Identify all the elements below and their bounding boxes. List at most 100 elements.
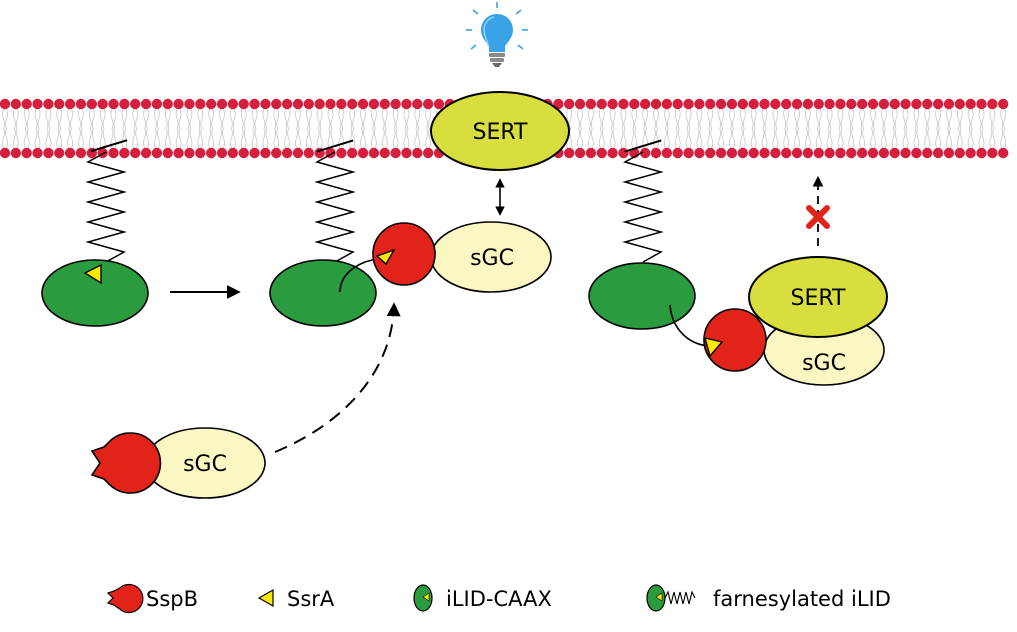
- lipid-head: [151, 98, 163, 110]
- lipid-head: [184, 147, 195, 159]
- farnesylated-ilid-center: [269, 139, 384, 327]
- lipid-head: [216, 147, 228, 159]
- lipid-head: [835, 98, 846, 110]
- lipid-head: [75, 147, 87, 159]
- lipid-head: [32, 147, 43, 159]
- lipid-head: [639, 98, 651, 110]
- lipid-head: [835, 147, 846, 159]
- lipid-head: [802, 147, 814, 159]
- lipid-head: [856, 147, 868, 159]
- sgc-bound-label: sGC: [802, 351, 846, 376]
- lipid-head: [900, 98, 911, 110]
- lipid-head: [357, 147, 369, 159]
- lipid-head: [965, 98, 976, 110]
- lipid-head: [303, 147, 314, 159]
- lipid-head: [553, 98, 564, 110]
- legend-label-ssra: SsrA: [287, 587, 335, 611]
- legend-item-ssra: SsrA: [257, 587, 335, 611]
- lipid-head: [607, 147, 618, 159]
- lipid-head: [759, 147, 770, 159]
- lipid-head: [412, 147, 423, 159]
- lipid-head: [227, 147, 239, 159]
- ilid-domain: [269, 259, 377, 327]
- lipid-head: [726, 98, 738, 110]
- sspb-right: [703, 308, 767, 372]
- lipid-head: [976, 98, 987, 110]
- lipid-head: [260, 147, 271, 159]
- lipid-head: [303, 98, 314, 110]
- lipid-head: [911, 147, 922, 159]
- lipid-head: [195, 147, 206, 159]
- lipid-head: [976, 147, 987, 159]
- lipid-head: [650, 147, 662, 159]
- cross-icon: [806, 205, 830, 229]
- lipid-head: [943, 147, 955, 159]
- lipid-head: [564, 98, 575, 110]
- lipid-head: [618, 147, 629, 159]
- lipid-head: [574, 98, 586, 110]
- lipid-head: [813, 147, 824, 159]
- lipid-head: [336, 98, 347, 110]
- lipid-head: [932, 147, 944, 159]
- lipid-head: [195, 98, 206, 110]
- lipid-head: [75, 98, 87, 110]
- lipid-head: [813, 98, 824, 110]
- legend-label-ilid-caax: iLID-CAAX: [446, 587, 552, 611]
- lipid-head: [216, 98, 228, 110]
- ssra-tag: [83, 263, 102, 285]
- lipid-head: [683, 98, 694, 110]
- lipid-head: [748, 98, 759, 110]
- lipid-head: [781, 147, 792, 159]
- lipid-head: [911, 98, 922, 110]
- lipid-head: [922, 98, 933, 110]
- sspb-icon: [106, 583, 144, 614]
- lipid-head: [336, 147, 347, 159]
- farnesylated-ilid-icon: [646, 584, 696, 612]
- lipid-head: [119, 147, 130, 159]
- lipid-head: [824, 147, 835, 159]
- lipid-head: [238, 147, 249, 159]
- lipid-head: [379, 147, 390, 159]
- lipid-head: [173, 98, 184, 110]
- lipid-head: [281, 147, 293, 159]
- sert-membrane-label: SERT: [473, 120, 529, 145]
- lipid-head: [661, 98, 673, 110]
- lipid-head: [639, 147, 651, 159]
- sgc-free-label: sGC: [183, 452, 227, 477]
- lipid-head: [173, 147, 184, 159]
- sspb-center: [372, 222, 436, 286]
- lipid-head: [43, 98, 54, 110]
- legend-item-ilid-caax: iLID-CAAX: [413, 584, 552, 612]
- lipid-head: [705, 98, 716, 110]
- lipid-head: [54, 98, 65, 110]
- farnesyl-spring: [314, 151, 356, 263]
- lipid-head: [412, 98, 423, 110]
- farnesylated-ilid-left: [41, 139, 149, 327]
- lipid-head: [585, 147, 597, 159]
- lipid-head: [205, 98, 217, 110]
- lipid-head: [97, 98, 108, 110]
- lipid-head: [422, 98, 434, 110]
- lipid-head: [998, 98, 1009, 110]
- lipid-head: [954, 98, 965, 110]
- lipid-head: [347, 147, 358, 159]
- lipid-head: [249, 98, 260, 110]
- ssra-tag: [704, 337, 724, 358]
- lipid-head: [108, 147, 119, 159]
- lipid-head: [802, 98, 814, 110]
- lipid-head: [281, 98, 293, 110]
- lipid-head: [759, 98, 770, 110]
- farnesyl-spring: [85, 151, 127, 263]
- lipid-head: [791, 147, 803, 159]
- lipid-head: [618, 98, 629, 110]
- legend-label-sspb: SspB: [146, 587, 198, 611]
- lipid-head: [43, 147, 54, 159]
- recruitment-dashed-arrow: [274, 302, 401, 453]
- lipid-head: [32, 98, 43, 110]
- sert-bound: SERT: [748, 256, 888, 338]
- lipid-head: [694, 147, 705, 159]
- farnesylated-ilid-right: [588, 139, 713, 347]
- lipid-head: [574, 147, 586, 159]
- lipid-head: [596, 98, 607, 110]
